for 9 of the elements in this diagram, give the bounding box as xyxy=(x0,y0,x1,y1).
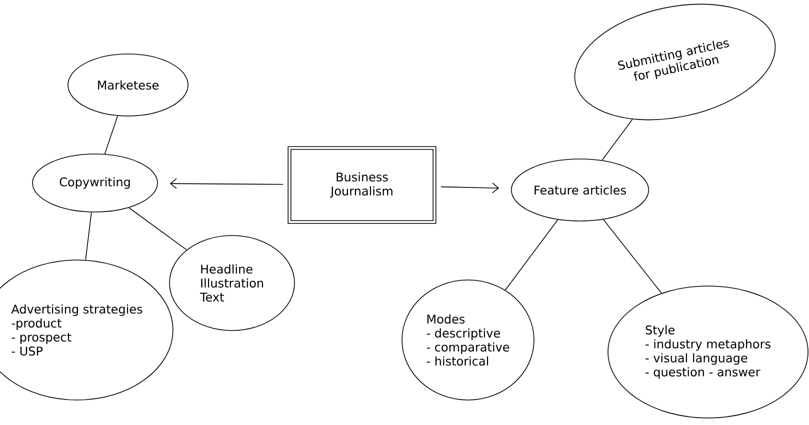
topic-box: Business Journalism xyxy=(288,146,436,224)
connector-line xyxy=(128,207,187,250)
connector-line xyxy=(602,118,633,161)
arrow xyxy=(170,178,284,189)
connector-line xyxy=(602,219,662,294)
arrow xyxy=(440,182,500,194)
connector-line xyxy=(85,212,92,260)
connector-line xyxy=(104,116,118,154)
connector-line xyxy=(504,219,558,290)
